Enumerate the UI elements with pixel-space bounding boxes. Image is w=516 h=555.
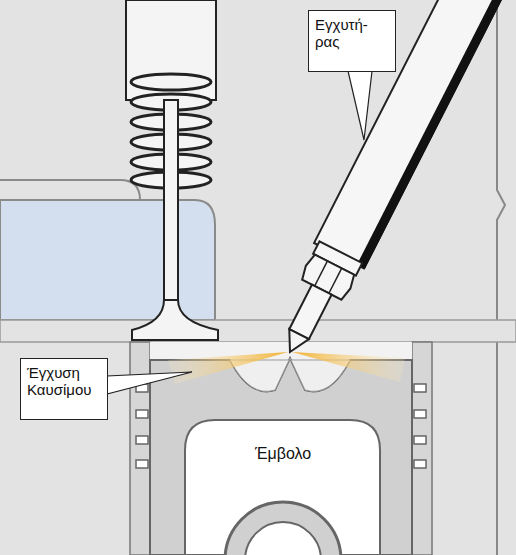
head-face [0, 320, 516, 342]
fuel-spray [168, 352, 288, 384]
piston-pin [225, 502, 341, 555]
intake-port [0, 200, 215, 320]
callout-pointer [107, 372, 192, 394]
head-edge [497, 0, 505, 555]
callout-text: Εγχυτή- ρας [315, 16, 379, 51]
callout-pointer [348, 71, 372, 140]
piston-pin-bore [245, 522, 321, 555]
valve-stem [164, 100, 178, 325]
cylinder-wall [412, 342, 432, 555]
valve-head [132, 300, 218, 340]
port-outline [0, 180, 140, 200]
fuel-spray [292, 352, 405, 382]
injector [265, 0, 506, 365]
callout-box: Έγχυση Καυσίμου [20, 358, 108, 420]
callout-box: Εγχυτή- ρας [308, 10, 396, 72]
callout-text: Έγχυση Καυσίμου [27, 364, 103, 399]
valve-cap [126, 0, 216, 100]
part-label: Έμβολο [255, 445, 311, 463]
